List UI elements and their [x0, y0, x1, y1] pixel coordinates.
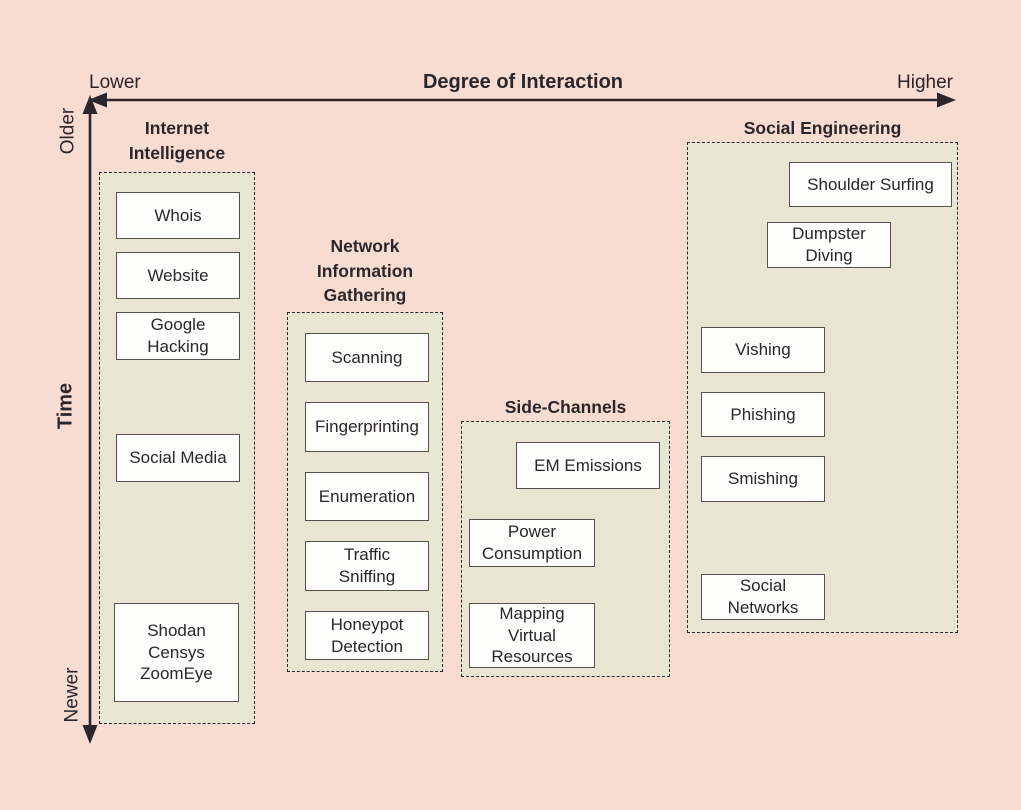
node-power-consumption: Power Consumption — [469, 519, 595, 567]
node-enumeration: Enumeration — [305, 472, 429, 521]
node-website: Website — [116, 252, 240, 299]
node-shoulder-surfing: Shoulder Surfing — [789, 162, 952, 207]
x-axis-min-label: Lower — [89, 72, 141, 93]
y-axis-title: Time — [54, 382, 77, 430]
group-title-side-channels: Side-Channels — [504, 397, 627, 417]
group-title-internet-intelligence: Internet Intelligence — [128, 118, 226, 163]
node-social-networks: Social Networks — [701, 574, 825, 620]
y-axis-top-label: Older — [57, 107, 79, 155]
node-honeypot-detection: Honeypot Detection — [305, 611, 429, 660]
node-fingerprinting: Fingerprinting — [305, 402, 429, 452]
x-axis-title: Degree of Interaction — [422, 71, 624, 93]
node-scanning: Scanning — [305, 333, 429, 382]
group-title-network-information-gathering: Network Information Gathering — [316, 236, 414, 305]
node-whois: Whois — [116, 192, 240, 239]
x-axis-max-label: Higher — [897, 72, 953, 93]
node-vishing: Vishing — [701, 327, 825, 373]
y-axis-top-arrowhead-icon — [82, 95, 98, 114]
x-axis-right-arrowhead-icon — [937, 92, 956, 108]
group-title-social-engineering: Social Engineering — [743, 118, 902, 138]
group-panel-social-engineering — [687, 142, 958, 633]
node-traffic-sniffing: Traffic Sniffing — [305, 541, 429, 591]
x-axis-left-arrowhead-icon — [88, 92, 107, 108]
node-smishing: Smishing — [701, 456, 825, 502]
node-phishing: Phishing — [701, 392, 825, 437]
y-axis-bottom-arrowhead-icon — [82, 725, 98, 744]
node-social-media: Social Media — [116, 434, 240, 482]
node-dumpster-diving: Dumpster Diving — [767, 222, 891, 268]
node-em-emissions: EM Emissions — [516, 442, 660, 489]
node-google-hacking: Google Hacking — [116, 312, 240, 360]
node-mapping-virtual-resources: Mapping Virtual Resources — [469, 603, 595, 668]
node-shodan-censys-zoomeye: Shodan Censys ZoomEye — [114, 603, 239, 702]
y-axis-bottom-label: Newer — [61, 667, 83, 723]
